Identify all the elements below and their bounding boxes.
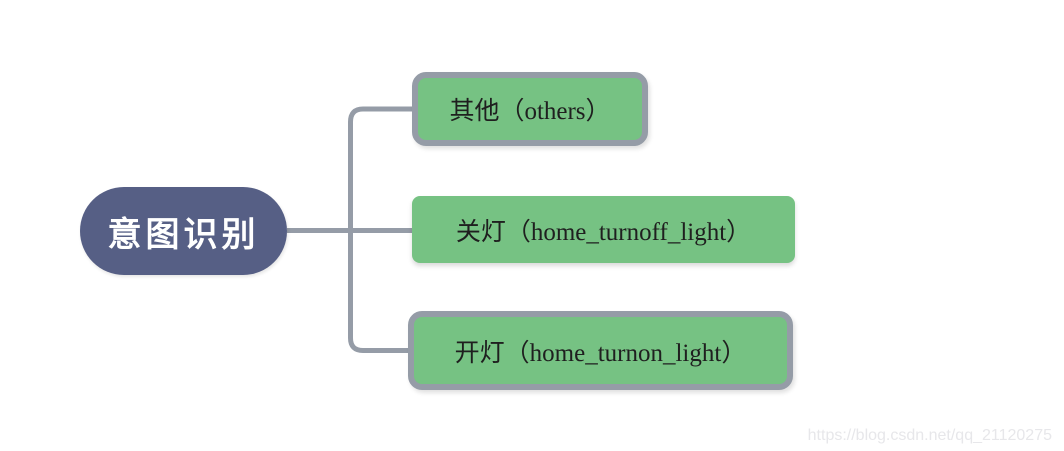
node-turnoff-light[interactable]: 关灯（home_turnoff_light） — [412, 196, 795, 263]
root-node-intent-recognition[interactable]: 意图识别 — [80, 187, 287, 275]
node-others[interactable]: 其他（others） — [412, 72, 648, 146]
connector-top-branch — [348, 106, 413, 231]
node-others-label: 其他（others） — [449, 98, 611, 125]
root-node-label: 意图识别 — [107, 216, 260, 254]
watermark-url: https://blog.csdn.net/qq_21120275 — [807, 427, 1052, 444]
connector-bottom-branch — [348, 230, 409, 353]
node-turnoff-light-label: 关灯（home_turnoff_light） — [455, 218, 752, 246]
node-turnon-light-label: 开灯（home_turnon_light） — [454, 339, 747, 367]
node-turnon-light[interactable]: 开灯（home_turnon_light） — [408, 311, 793, 390]
